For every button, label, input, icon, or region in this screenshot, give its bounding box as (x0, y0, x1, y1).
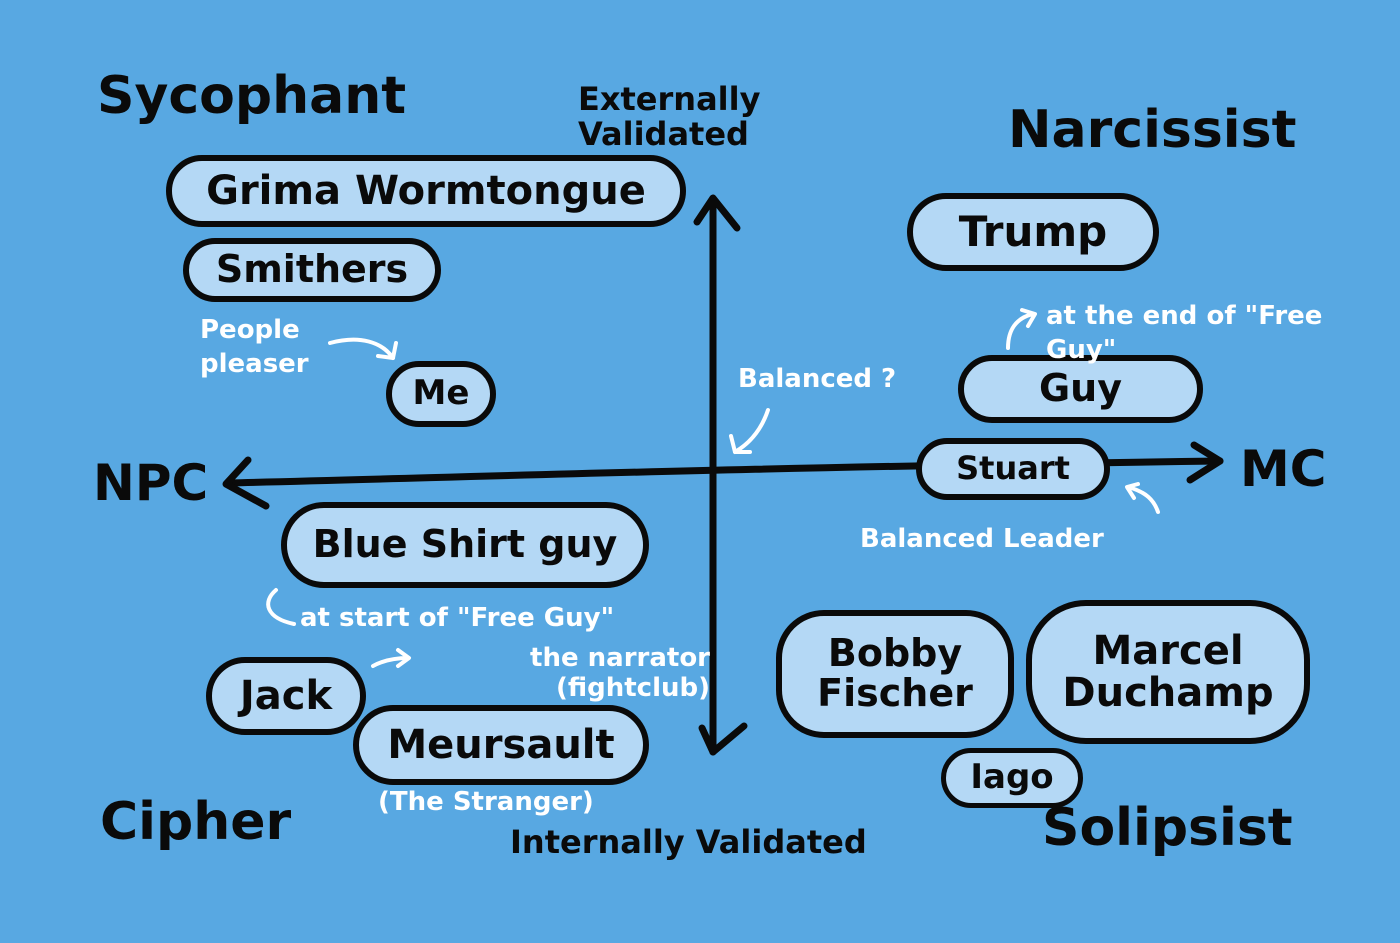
guy-end-arrowhead (1020, 308, 1037, 328)
note-guy-end-of-free-guy: at the end of "Free Guy" (1046, 301, 1323, 365)
narrator-arrowhead (396, 648, 411, 668)
down-arrowhead (698, 722, 748, 756)
up-arrowhead (693, 194, 741, 232)
quadrant-label-narcissist: Narcissist (1008, 100, 1297, 160)
note-blue-shirt-start-of-free-guy: at start of "Free Guy" (300, 603, 615, 633)
balanced-arrowhead (729, 434, 752, 454)
people-pleaser-arrowhead (376, 341, 398, 360)
narrator-arrow (371, 656, 410, 668)
axis-label-mc: MC (1240, 440, 1327, 498)
right-arrowhead (1186, 441, 1224, 484)
pill-meursault: Meursault (353, 705, 649, 785)
people-pleaser-arrow (328, 337, 395, 360)
blue-start-arrow (266, 588, 296, 626)
axis-label-internally-validated: Internally Validated (510, 823, 867, 861)
pill-trump: Trump (907, 193, 1159, 271)
pill-marcel-duchamp: Marcel Duchamp (1026, 600, 1310, 744)
pill-blue-shirt-guy: Blue Shirt guy (281, 502, 649, 588)
pill-guy: Guy (958, 355, 1203, 423)
axis-label-externally-validated: Externally Validated (578, 80, 761, 153)
guy-end-arrow (1006, 312, 1035, 350)
note-the-stranger: (The Stranger) (378, 787, 594, 817)
pill-iago: Iago (941, 748, 1083, 808)
pill-jack: Jack (206, 657, 366, 735)
quadrant-label-solipsist: Solipsist (1042, 798, 1293, 858)
quadrant-label-cipher: Cipher (100, 792, 292, 852)
quadrant-label-sycophant: Sycophant (97, 66, 407, 126)
pill-stuart: Stuart (916, 438, 1110, 500)
axis-label-npc: NPC (93, 454, 209, 512)
pill-me: Me (386, 361, 496, 427)
pill-bobby-fischer: Bobby Fischer (776, 610, 1014, 738)
balanced-leader-arrow (1126, 485, 1160, 514)
left-arrowhead (222, 456, 270, 510)
note-balanced-question: Balanced ? (738, 364, 897, 394)
balanced-leader-arrowhead (1125, 482, 1140, 500)
balanced-arrow (733, 408, 770, 454)
note-people-pleaser: People pleaser (200, 315, 309, 379)
note-narrator-fightclub: the narrator (fightclub) (530, 643, 710, 703)
pill-smithers: Smithers (183, 238, 441, 302)
note-balanced-leader: Balanced Leader (860, 524, 1104, 554)
pill-grima-wormtongue: Grima Wormtongue (166, 155, 686, 227)
